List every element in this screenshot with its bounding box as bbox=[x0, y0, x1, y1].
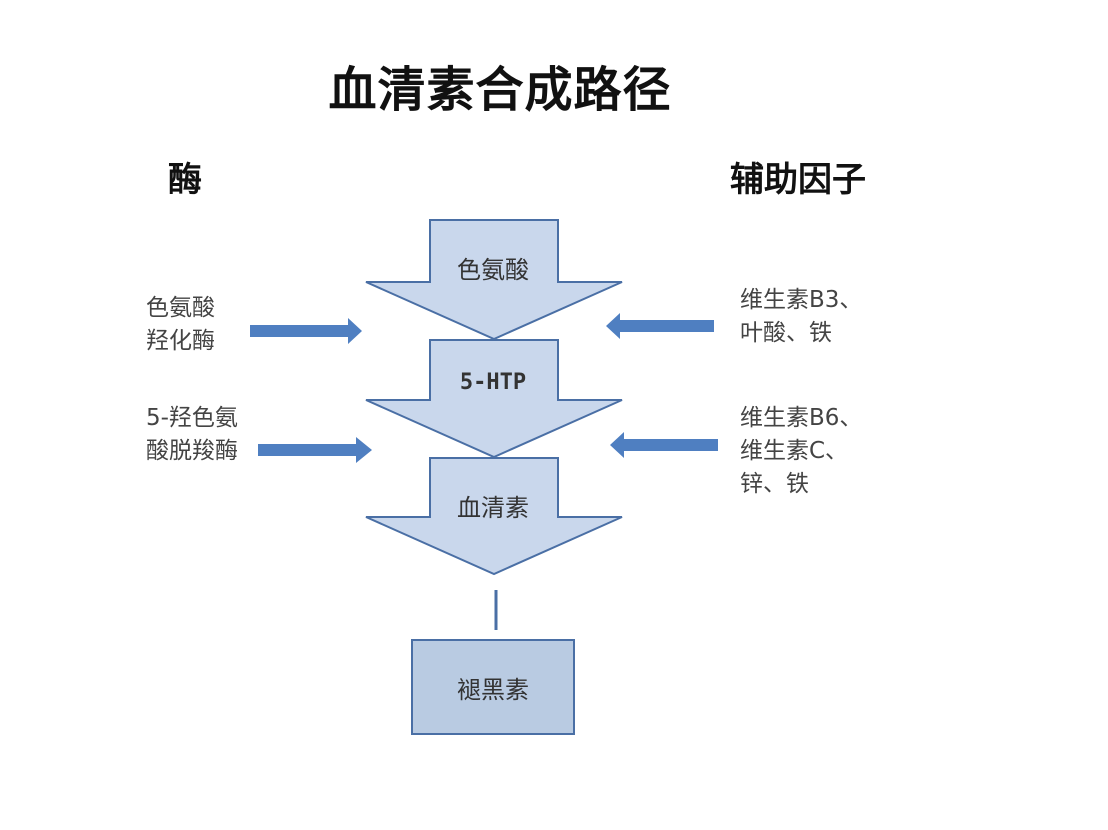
cofactor-1-line-2: 叶酸、铁 bbox=[740, 320, 832, 346]
cofactor-2-line-2: 维生素C、 bbox=[740, 438, 849, 464]
melatonin-box: 褪黑素 bbox=[411, 639, 575, 735]
step-label-serotonin: 血清素 bbox=[457, 494, 529, 522]
diagram-title: 血清素合成路径 bbox=[328, 62, 672, 118]
cofactor-2-text: 维生素B6、 维生素C、 锌、铁 bbox=[740, 402, 862, 501]
enzyme-arrow-2 bbox=[258, 437, 372, 463]
cofactor-arrow-2 bbox=[610, 432, 718, 458]
step-arrow-5htp bbox=[365, 339, 623, 459]
enzyme-1-line-1: 色氨酸 bbox=[146, 295, 215, 321]
enzyme-arrow-1 bbox=[250, 318, 362, 344]
enzyme-2-line-1: 5-羟色氨 bbox=[146, 405, 238, 431]
enzyme-column-heading: 酶 bbox=[168, 160, 202, 200]
cofactor-1-text: 维生素B3、 叶酸、铁 bbox=[740, 284, 862, 350]
enzyme-1-line-2: 羟化酶 bbox=[146, 328, 215, 354]
melatonin-label: 褪黑素 bbox=[457, 675, 529, 704]
cofactor-2-line-1: 维生素B6、 bbox=[740, 405, 863, 431]
step-label-5htp: 5-HTP bbox=[459, 370, 527, 395]
step-arrow-serotonin bbox=[365, 457, 623, 576]
enzyme-2-line-2: 酸脱羧酶 bbox=[146, 438, 238, 464]
cofactor-1-line-1: 维生素B3、 bbox=[740, 287, 863, 313]
step-arrow-tryptophan bbox=[365, 219, 623, 341]
cofactor-column-heading: 辅助因子 bbox=[730, 160, 866, 200]
enzyme-1-text: 色氨酸 羟化酶 bbox=[146, 292, 215, 358]
enzyme-2-text: 5-羟色氨 酸脱羧酶 bbox=[146, 402, 238, 468]
step-label-tryptophan: 色氨酸 bbox=[457, 256, 529, 284]
cofactor-arrow-1 bbox=[606, 313, 714, 339]
cofactor-2-line-3: 锌、铁 bbox=[740, 471, 809, 497]
